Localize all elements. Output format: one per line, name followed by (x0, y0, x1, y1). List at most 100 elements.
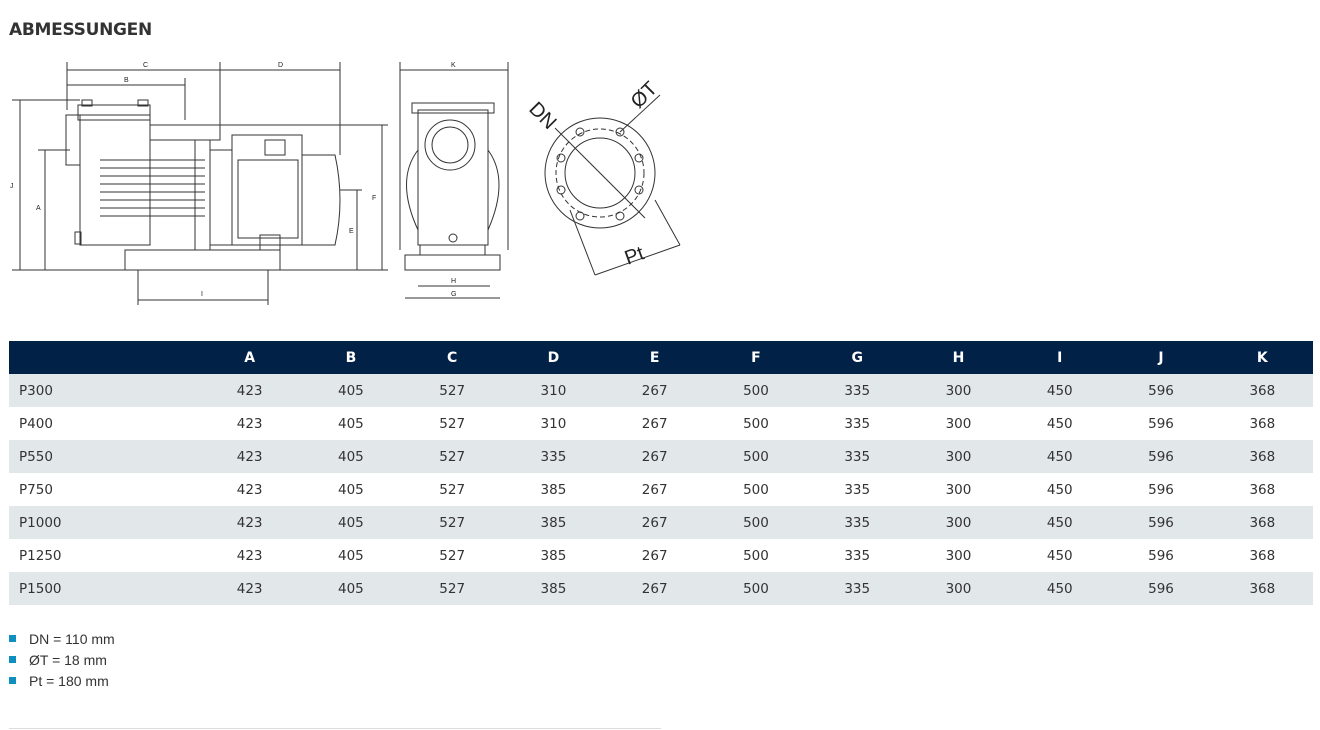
value-cell: 335 (806, 473, 908, 506)
value-cell: 596 (1110, 539, 1212, 572)
value-cell: 300 (907, 506, 1010, 539)
value-cell: 335 (806, 506, 908, 539)
value-cell: 267 (604, 572, 706, 605)
value-cell: 300 (907, 539, 1010, 572)
value-cell: 335 (806, 572, 908, 605)
dim-label-d: D (278, 62, 283, 69)
list-item: ØT = 18 mm (9, 649, 115, 670)
model-cell: P1500 (9, 572, 199, 605)
value-cell: 423 (199, 407, 301, 440)
value-cell: 450 (1009, 440, 1111, 473)
dim-label-h: H (451, 278, 456, 285)
value-cell: 596 (1110, 374, 1212, 407)
header-c: C (401, 341, 503, 374)
value-cell: 423 (199, 539, 301, 572)
dim-label-e: E (349, 228, 354, 235)
model-cell: P400 (9, 407, 199, 440)
value-cell: 527 (401, 374, 503, 407)
dim-label-k: K (451, 62, 456, 69)
value-cell: 368 (1211, 506, 1313, 539)
value-cell: 368 (1211, 440, 1313, 473)
value-cell: 267 (604, 374, 706, 407)
value-cell: 385 (502, 572, 605, 605)
value-cell: 368 (1211, 374, 1313, 407)
value-cell: 267 (604, 440, 706, 473)
value-cell: 450 (1009, 506, 1111, 539)
value-cell: 500 (705, 572, 807, 605)
value-cell: 500 (705, 407, 807, 440)
header-f: F (705, 341, 807, 374)
value-cell: 500 (705, 473, 807, 506)
list-item: DN = 110 mm (9, 628, 115, 649)
header-d: D (502, 341, 605, 374)
value-cell: 335 (806, 440, 908, 473)
value-cell: 423 (199, 506, 301, 539)
model-cell: P1250 (9, 539, 199, 572)
header-j: J (1110, 341, 1212, 374)
dim-label-g: G (451, 291, 456, 298)
dim-label-b: B (124, 77, 129, 84)
header-h: H (907, 341, 1010, 374)
header-a: A (199, 341, 301, 374)
value-cell: 527 (401, 440, 503, 473)
value-cell: 300 (907, 440, 1010, 473)
value-cell: 596 (1110, 440, 1212, 473)
value-cell: 300 (907, 473, 1010, 506)
value-cell: 500 (705, 506, 807, 539)
value-cell: 405 (300, 539, 402, 572)
value-cell: 405 (300, 440, 402, 473)
value-cell: 300 (907, 572, 1010, 605)
header-e: E (604, 341, 706, 374)
value-cell: 450 (1009, 473, 1111, 506)
value-cell: 368 (1211, 473, 1313, 506)
bullet-icon (9, 656, 16, 663)
value-cell: 405 (300, 374, 402, 407)
value-cell: 527 (401, 572, 503, 605)
dim-label-pt: Pt (622, 242, 648, 269)
model-cell: P300 (9, 374, 199, 407)
value-cell: 596 (1110, 506, 1212, 539)
value-cell: 368 (1211, 407, 1313, 440)
value-cell: 405 (300, 407, 402, 440)
bullet-icon (9, 677, 16, 684)
dim-label-c: C (143, 62, 148, 69)
value-cell: 335 (806, 539, 908, 572)
value-cell: 300 (907, 374, 1010, 407)
header-k: K (1211, 341, 1313, 374)
value-cell: 596 (1110, 473, 1212, 506)
bullet-icon (9, 635, 16, 642)
dim-label-ot: ØT (627, 78, 662, 113)
header-model (9, 341, 199, 374)
value-cell: 527 (401, 539, 503, 572)
value-cell: 423 (199, 572, 301, 605)
value-cell: 500 (705, 539, 807, 572)
value-cell: 310 (502, 374, 605, 407)
header-i: I (1009, 341, 1111, 374)
dim-label-f: F (372, 195, 376, 202)
table-header-row: A B C D E F G H I J K (9, 341, 1313, 374)
value-cell: 267 (604, 407, 706, 440)
value-cell: 368 (1211, 539, 1313, 572)
value-cell: 527 (401, 473, 503, 506)
header-b: B (300, 341, 402, 374)
pump-dimension-drawing: C B D J A F E I K H G DN ØT Pt (10, 62, 681, 305)
value-cell: 527 (401, 506, 503, 539)
value-cell: 500 (705, 440, 807, 473)
dim-label-j: J (10, 183, 14, 190)
value-cell: 335 (806, 407, 908, 440)
dim-label-i: I (201, 291, 203, 298)
value-cell: 385 (502, 539, 605, 572)
value-cell: 405 (300, 506, 402, 539)
list-item: Pt = 180 mm (9, 670, 115, 691)
value-cell: 405 (300, 572, 402, 605)
value-cell: 596 (1110, 407, 1212, 440)
value-cell: 385 (502, 473, 605, 506)
dim-label-a: A (36, 205, 41, 212)
value-cell: 423 (199, 440, 301, 473)
note-dn: DN = 110 mm (29, 630, 115, 647)
